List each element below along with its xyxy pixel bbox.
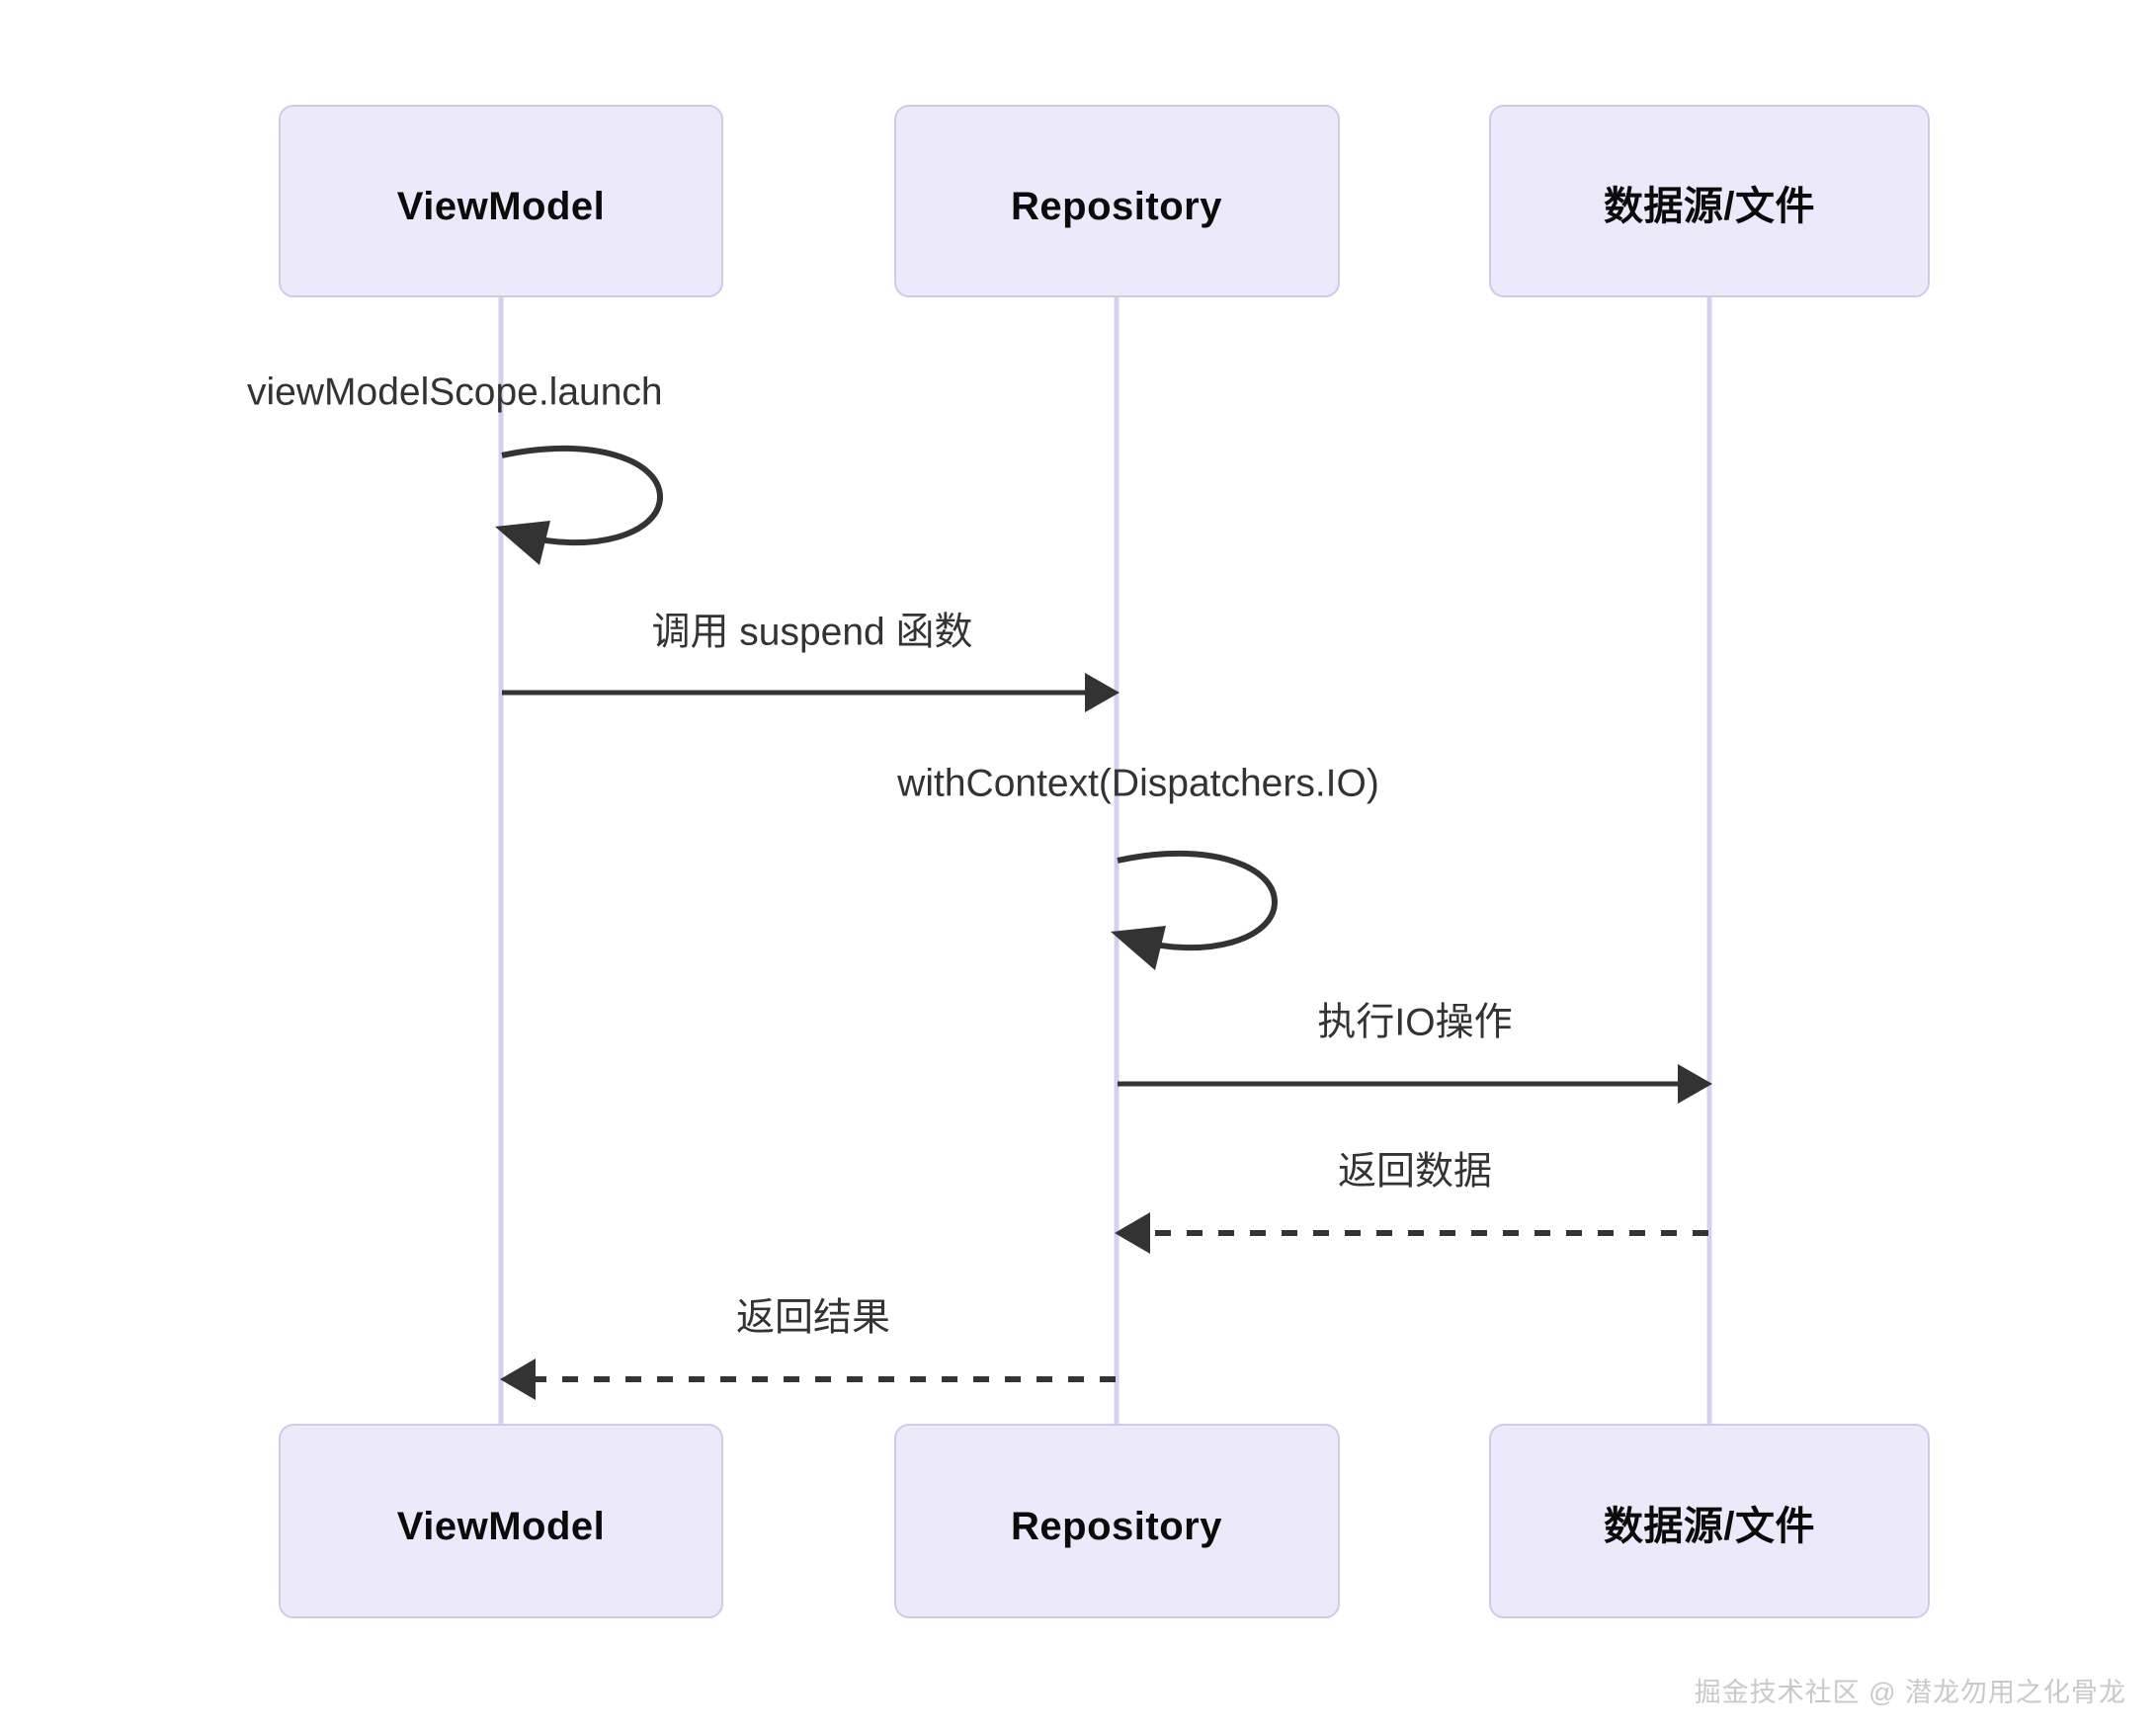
actor-label-viewmodel-top: ViewModel [396,185,606,228]
message-label-call-suspend: 调用 suspend 函数 [651,611,973,654]
message-self-loop-repository-arrowhead [1111,926,1166,970]
actor-label-repository-top: Repository [1011,185,1222,228]
message-arrow-call-suspend-arrowhead [1085,673,1119,712]
actor-label-repository-bottom: Repository [1011,1505,1222,1548]
message-label-perform-io: 执行IO操作 [1317,1001,1513,1044]
message-label-viewmodelscope-launch: viewModelScope.launch [247,371,663,414]
actor-label-viewmodel-bottom: ViewModel [396,1505,606,1548]
message-self-loop-viewmodel-arrowhead [495,521,550,565]
message-label-return-result: 返回结果 [735,1296,891,1340]
message-arrow-return-data-arrowhead [1115,1212,1150,1254]
actor-label-datasource-top: 数据源/文件 [1603,185,1816,228]
message-arrow-return-result-arrowhead [500,1359,536,1400]
message-label-return-data: 返回数据 [1337,1150,1493,1194]
actor-box-repository-bottom[interactable] [894,1424,1340,1618]
message-self-loop-repository[interactable] [1117,850,1279,951]
watermark-text: 掘金技术社区 @ 潜龙勿用之化骨龙 [1694,1678,2126,1707]
actor-label-datasource-bottom: 数据源/文件 [1603,1505,1816,1548]
actor-box-viewmodel-top[interactable] [279,105,723,297]
message-label-withcontext-dispatchers-io: withContext(Dispatchers.IO) [897,762,1379,805]
actor-box-viewmodel-bottom[interactable] [279,1424,723,1618]
message-self-loop-viewmodel[interactable] [501,445,664,546]
actor-box-datasource-bottom[interactable] [1489,1424,1930,1618]
message-arrow-perform-io-arrowhead [1678,1064,1712,1104]
actor-box-datasource-top[interactable] [1489,105,1930,297]
actor-box-repository-top[interactable] [894,105,1340,297]
